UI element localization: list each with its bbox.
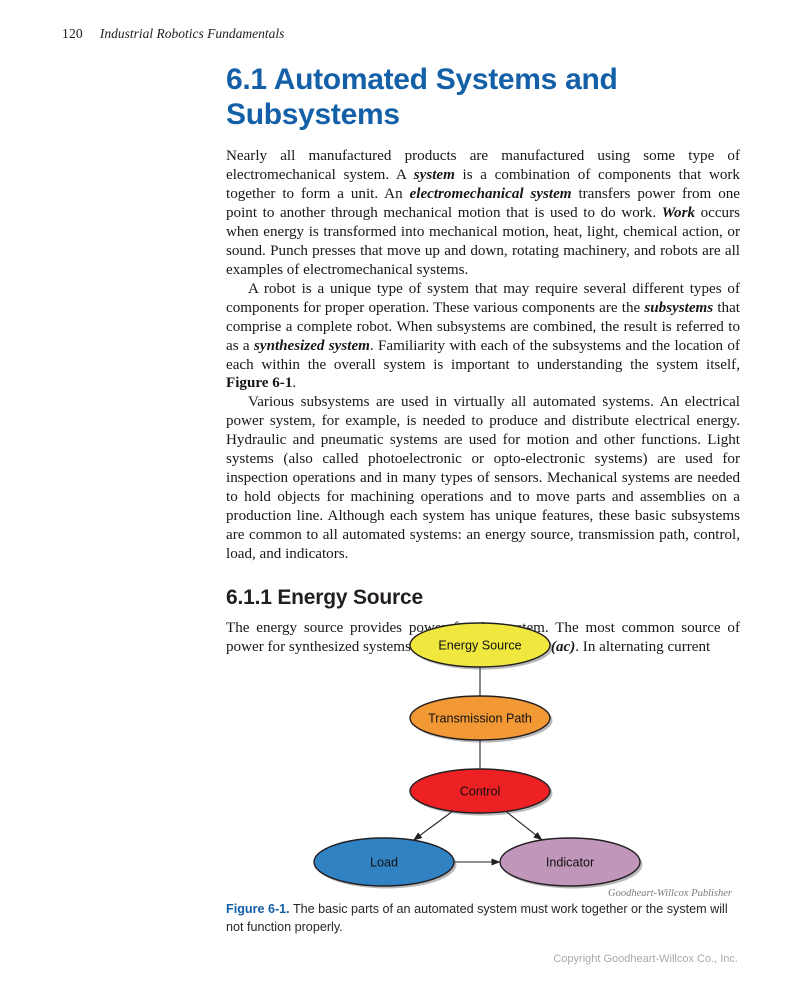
p1-text-b: is a combination of components that work… [226,167,740,203]
p1-text-a: Nearly all manufactured products are man… [226,148,740,184]
diagram-node-transmission-path: Transmission Path [409,695,553,743]
subsection-title: 6.1.1 Energy Source [226,585,423,609]
page-number: 120 [62,26,83,41]
running-head: 120 Industrial Robotics Fundamentals [62,26,284,42]
figure-caption-text: The basic parts of an automated system m… [226,902,728,934]
diagram-node-energy-source: Energy Source [409,622,553,670]
section-title: 6.1 Automated Systems and Subsystems [226,63,618,132]
term-subsystems: subsystems [644,299,714,316]
figure-cross-reference: Figure 6-1 [226,375,293,392]
node-label-indicator: Indicator [546,855,594,869]
paragraph-2: A robot is a unique type of system that … [226,280,740,394]
figure-caption-label: Figure 6-1. [226,902,290,916]
copyright-footer: Copyright Goodheart-Willcox Co., Inc. [553,953,738,965]
diagram-edge-control-to-load [413,810,453,841]
p4-text-b: . In alternating current [575,638,711,655]
figure-credit: Goodheart-Willcox Publisher [608,888,732,899]
node-ellipse [409,768,551,814]
paragraph-1: Nearly all manufactured products are man… [226,147,740,280]
term-electromechanical-system: electromechanical system [409,186,572,203]
node-label-load: Load [370,855,398,869]
p2-text-b: that comprise a complete robot. When sub… [226,299,740,354]
diagram-node-indicator: Indicator [499,837,643,889]
p2-text-c: . Familiarity with each of the subsystem… [226,337,741,373]
text-column: 6.1 Automated Systems and Subsystems Nea… [226,62,740,657]
p2-text-a: A robot is a unique type of system that … [226,280,740,316]
paragraph-3: Various subsystems are used in virtually… [226,394,740,562]
p1-text-c: transfers power from one point to anothe… [226,186,740,221]
p1-text-d: occurs when energy is transformed into m… [226,205,740,278]
node-label-energy-source: Energy Source [438,638,521,652]
node-ellipse [499,837,641,887]
diagram-node-load: Load [313,837,457,889]
node-ellipse [409,622,551,668]
diagram-node-control: Control [409,768,553,816]
diagram-edge-control-to-indicator [505,811,543,841]
p2-text-d: . [292,375,297,392]
node-label-control: Control [460,784,501,798]
node-ellipse [313,837,455,887]
node-label-transmission-path: Transmission Path [428,711,532,725]
term-system: system [413,167,455,184]
term-synthesized-system: synthesized system [254,337,370,354]
term-work: Work [661,205,695,221]
book-title: Industrial Robotics Fundamentals [99,26,285,41]
figure-caption: Figure 6-1. The basic parts of an automa… [226,901,738,937]
node-ellipse [409,695,551,741]
diagram-edges [413,667,543,866]
